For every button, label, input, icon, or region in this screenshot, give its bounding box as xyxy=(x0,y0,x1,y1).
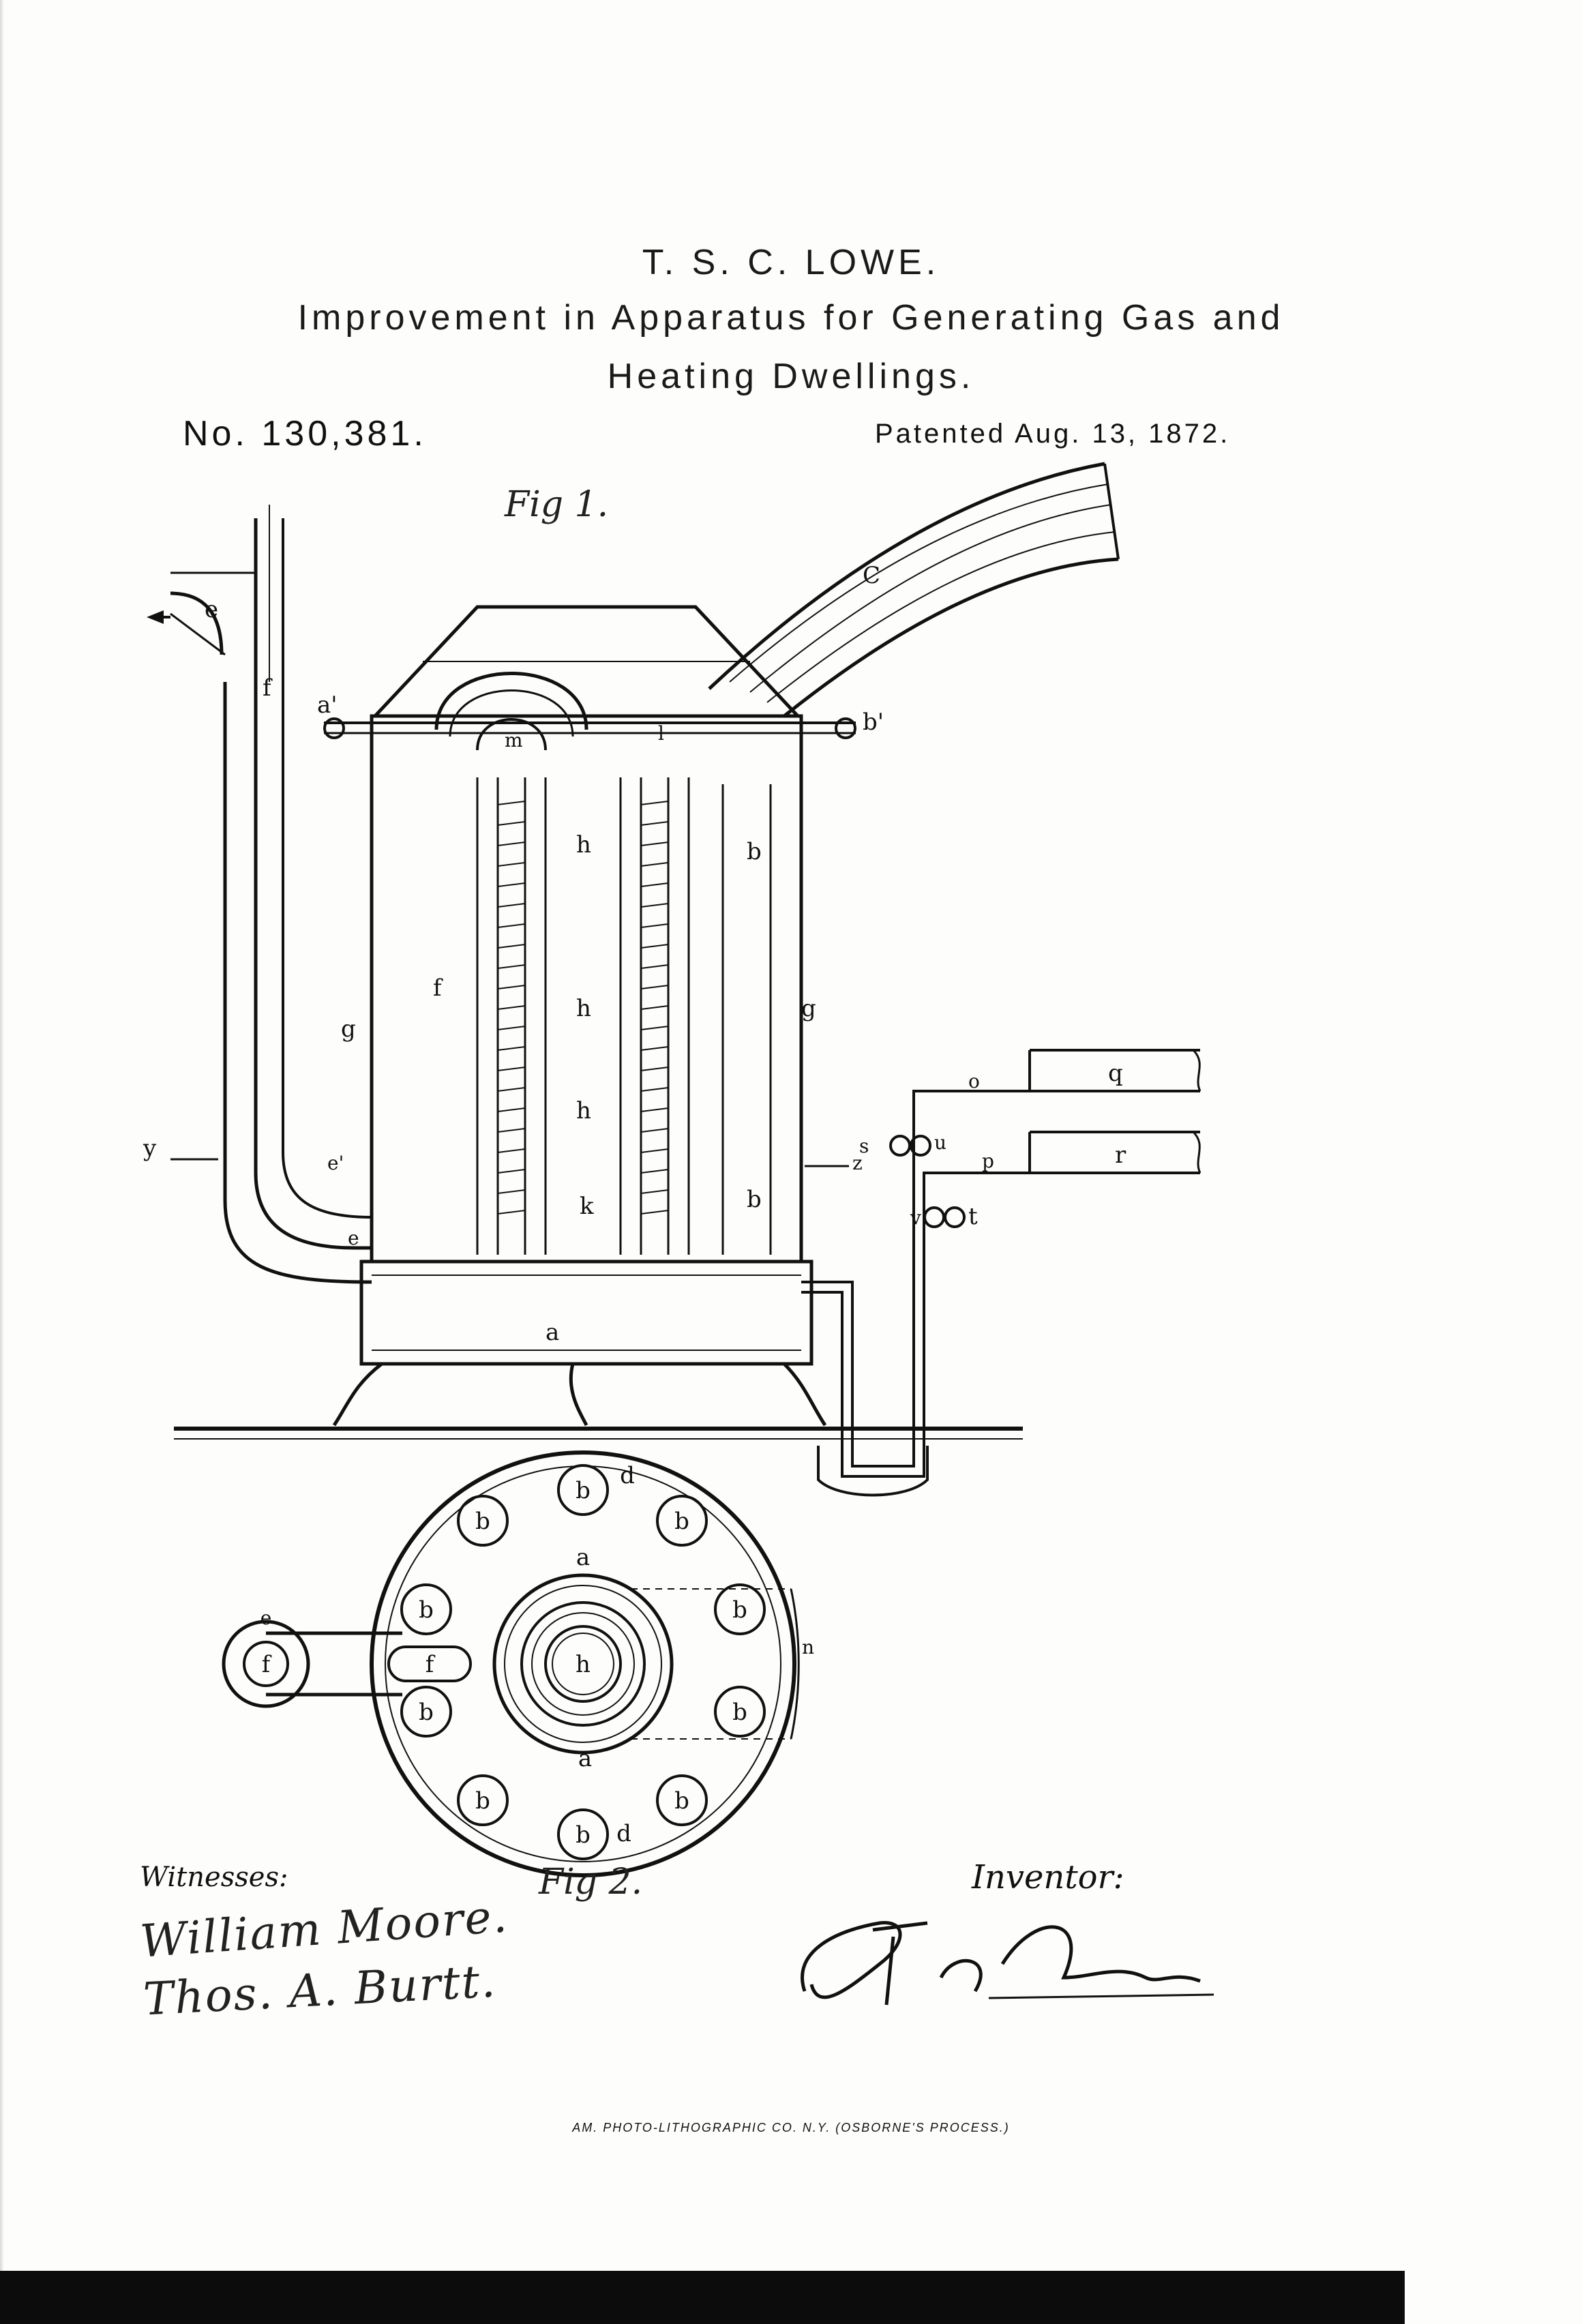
label-z: z xyxy=(852,1152,863,1174)
label-e-top: e xyxy=(205,596,218,623)
inventor-signature xyxy=(801,1921,1214,2006)
label-b-2: b xyxy=(475,1508,490,1535)
figure-1-labels: C e f a' b' m l h h h b b f g g y z e' e… xyxy=(143,562,1126,1346)
label-a-base: a xyxy=(546,1319,559,1346)
label-C: C xyxy=(863,562,880,589)
label-m: m xyxy=(505,729,523,751)
label-t: t xyxy=(968,1203,978,1230)
label-l: l xyxy=(658,722,664,745)
label-b-3: b xyxy=(674,1508,689,1535)
label-s: s xyxy=(859,1135,869,1157)
label-h-1: h xyxy=(576,831,591,859)
title-line-2: Heating Dwellings. xyxy=(607,357,975,396)
label-a-top: a xyxy=(576,1544,590,1571)
label-r: r xyxy=(1115,1142,1126,1169)
label-a-bottom: a xyxy=(578,1745,592,1772)
label-d-top: d xyxy=(620,1462,635,1489)
label-b-10: b xyxy=(576,1821,591,1849)
label-h-2: h xyxy=(576,995,591,1022)
label-e: e xyxy=(260,1607,272,1629)
label-o: o xyxy=(968,1070,980,1092)
label-h-center: h xyxy=(576,1651,591,1678)
label-f-mid: f xyxy=(433,974,443,1002)
label-b-1: b xyxy=(576,1477,591,1504)
label-e-low: e xyxy=(348,1227,359,1249)
label-f-top: f xyxy=(263,674,273,702)
label-b-5: b xyxy=(732,1596,747,1624)
witnesses-heading: Witnesses: xyxy=(140,1862,288,1893)
label-q: q xyxy=(1108,1060,1123,1087)
label-k: k xyxy=(580,1193,594,1220)
label-u: u xyxy=(934,1131,946,1154)
label-b-6: b xyxy=(419,1699,434,1726)
figure-1-apparatus xyxy=(147,462,1202,1497)
label-n: n xyxy=(802,1636,814,1658)
inventor-heading: Inventor: xyxy=(972,1858,1124,1896)
inventor-name: T. S. C. LOWE. xyxy=(642,243,940,282)
figure-1-label: Fig 1. xyxy=(505,484,609,525)
label-b-9: b xyxy=(674,1787,689,1815)
patent-number: No. 130,381. xyxy=(183,414,427,453)
label-b-7: b xyxy=(732,1699,747,1726)
scan-edge xyxy=(0,0,4,2324)
figure-2-label: Fig 2. xyxy=(539,1862,643,1903)
label-f-flue: f xyxy=(262,1651,272,1678)
label-d-bottom: d xyxy=(616,1820,631,1847)
printer-credit: AM. PHOTO-LITHOGRAPHIC CO. N.Y. (OSBORNE… xyxy=(572,2121,1010,2134)
label-b-prime: b' xyxy=(863,709,884,736)
label-p: p xyxy=(982,1150,994,1172)
patent-date: Patented Aug. 13, 1872. xyxy=(875,419,1231,449)
figure-2-labels: b b b b b b b b b b d d a a e f f h n xyxy=(260,1462,814,1849)
label-a-prime: a' xyxy=(317,691,338,719)
label-b-8: b xyxy=(475,1787,490,1815)
label-g-left: g xyxy=(341,1015,356,1043)
label-g-right: g xyxy=(801,995,816,1022)
label-y: y xyxy=(143,1135,157,1162)
label-f-arm: f xyxy=(426,1651,436,1678)
label-b-right: b xyxy=(747,838,762,865)
label-h-3: h xyxy=(576,1097,591,1124)
label-v: v xyxy=(910,1206,921,1229)
figure-2-plan-view xyxy=(222,1450,800,1877)
title-line-1: Improvement in Apparatus for Generating … xyxy=(297,298,1285,338)
scan-border-bar xyxy=(0,2271,1405,2324)
label-e-prime: e' xyxy=(327,1152,344,1174)
label-b-4: b xyxy=(419,1596,434,1624)
label-b-low: b xyxy=(747,1186,762,1213)
